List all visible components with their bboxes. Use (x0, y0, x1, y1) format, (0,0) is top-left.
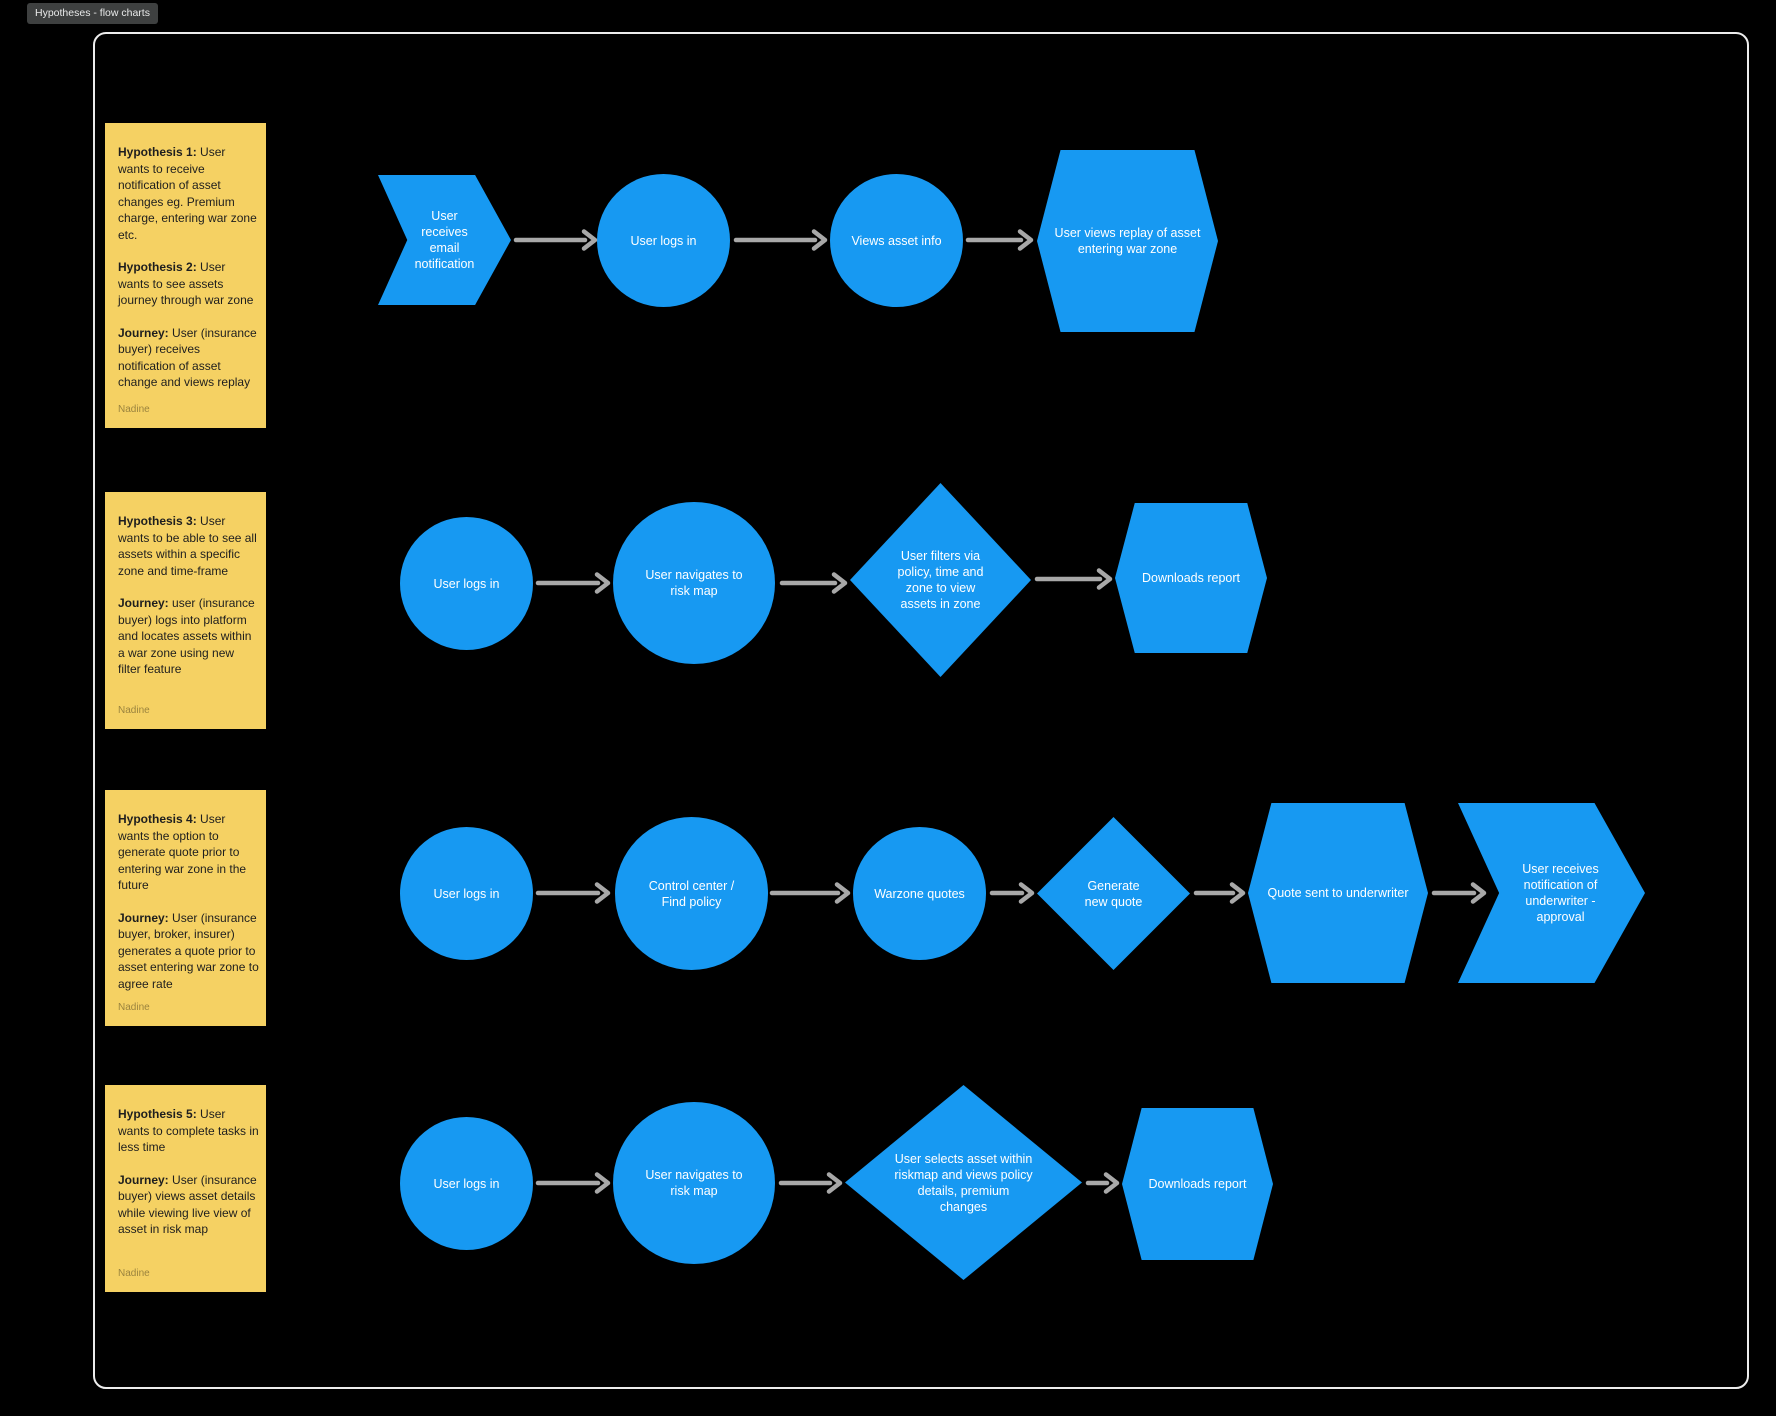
flow-node-downloads-report[interactable]: Downloads report (1115, 503, 1267, 653)
flow-node-label: User logs in (433, 886, 500, 901)
flow-node-user-logs-in[interactable]: User logs in (400, 1117, 533, 1250)
connector-arrow[interactable] (535, 1171, 611, 1195)
flow-node-navigates-risk-map[interactable]: User navigates to risk map (613, 502, 775, 664)
flow-node-warzone-quotes[interactable]: Warzone quotes (853, 827, 986, 960)
flow-node-user-logs-in[interactable]: User logs in (400, 517, 533, 650)
connector-arrow[interactable] (1431, 881, 1487, 905)
connector-arrow[interactable] (1193, 881, 1246, 905)
sticky-note-hypothesis-3[interactable]: Hypothesis 3: User wants to be able to s… (105, 492, 266, 729)
sticky-paragraph: Journey: user (insurance buyer) logs int… (118, 596, 255, 676)
sticky-paragraph: Hypothesis 5: User wants to complete tas… (118, 1107, 259, 1154)
flow-node-navigates-risk-map[interactable]: User navigates to risk map (613, 1102, 775, 1264)
flow-node-user-logs-in[interactable]: User logs in (597, 174, 730, 307)
connector-arrow[interactable] (989, 881, 1035, 905)
connector-arrow[interactable] (1085, 1171, 1120, 1195)
board-title-tab[interactable]: Hypotheses - flow charts (27, 3, 158, 24)
flow-node-views-replay[interactable]: User views replay of asset entering war … (1037, 150, 1218, 332)
flow-node-label: User filters via policy, time and zone t… (897, 549, 984, 611)
flow-node-views-asset-info[interactable]: Views asset info (830, 174, 963, 307)
flow-node-downloads-report[interactable]: Downloads report (1122, 1108, 1273, 1260)
flow-node-label: User navigates to risk map (645, 568, 743, 598)
sticky-paragraph: Journey: User (insurance buyer, broker, … (118, 910, 259, 991)
flow-node-label: Warzone quotes (874, 886, 965, 901)
sticky-note-hypothesis-5[interactable]: Hypothesis 5: User wants to complete tas… (105, 1085, 266, 1292)
sticky-paragraph: Hypothesis 3: User wants to be able to s… (118, 514, 257, 578)
sticky-paragraph: Hypothesis 4: User wants the option to g… (118, 812, 247, 892)
flow-node-label: User logs in (630, 233, 697, 248)
sticky-note-hypothesis-1-2[interactable]: Hypothesis 1: User wants to receive noti… (105, 123, 266, 428)
sticky-author: Nadine (118, 704, 150, 716)
connector-arrow[interactable] (778, 1171, 843, 1195)
flow-node-control-center[interactable]: Control center / Find policy (615, 817, 768, 970)
flow-node-label: Control center / Find policy (648, 878, 735, 909)
flow-node-label: User logs in (433, 1176, 500, 1191)
flow-node-label: User selects asset within riskmap and vi… (894, 1151, 1033, 1214)
connector-arrow[interactable] (535, 571, 611, 595)
flow-node-user-logs-in[interactable]: User logs in (400, 827, 533, 960)
flow-node-label: User receives email notification (414, 209, 475, 271)
flow-node-label: Generate new quote (1084, 878, 1143, 909)
sticky-paragraph: Hypothesis 2: User wants to see assets j… (118, 260, 254, 307)
connector-arrow[interactable] (965, 228, 1034, 252)
flow-node-label: Downloads report (1148, 1177, 1247, 1191)
sticky-paragraph: Journey: User (insurance buyer) receives… (118, 325, 257, 390)
flow-node-label: User logs in (433, 576, 500, 591)
flow-node-label: User navigates to risk map (645, 1168, 743, 1198)
flow-node-quote-sent-underwriter[interactable]: Quote sent to underwriter (1248, 803, 1428, 983)
flow-node-label: User views replay of asset entering war … (1054, 226, 1201, 256)
connector-arrow[interactable] (779, 571, 848, 595)
sticky-author: Nadine (118, 403, 150, 415)
flow-node-label: Downloads report (1142, 571, 1240, 585)
flow-node-label: Quote sent to underwriter (1267, 886, 1409, 900)
sticky-author: Nadine (118, 1267, 150, 1279)
flow-node-label: Views asset info (851, 233, 942, 248)
sticky-note-hypothesis-4[interactable]: Hypothesis 4: User wants the option to g… (105, 790, 266, 1026)
sticky-paragraph: Hypothesis 1: User wants to receive noti… (118, 145, 257, 242)
connector-arrow[interactable] (535, 881, 611, 905)
connector-arrow[interactable] (1034, 567, 1113, 591)
connector-arrow[interactable] (733, 228, 828, 252)
connector-arrow[interactable] (769, 881, 851, 905)
sticky-author: Nadine (118, 1001, 150, 1013)
connector-arrow[interactable] (513, 228, 598, 252)
sticky-paragraph: Journey: User (insurance buyer) views as… (118, 1172, 257, 1237)
flow-node-label: User receives notification of underwrite… (1522, 862, 1599, 924)
section-frame[interactable] (93, 32, 1749, 1389)
